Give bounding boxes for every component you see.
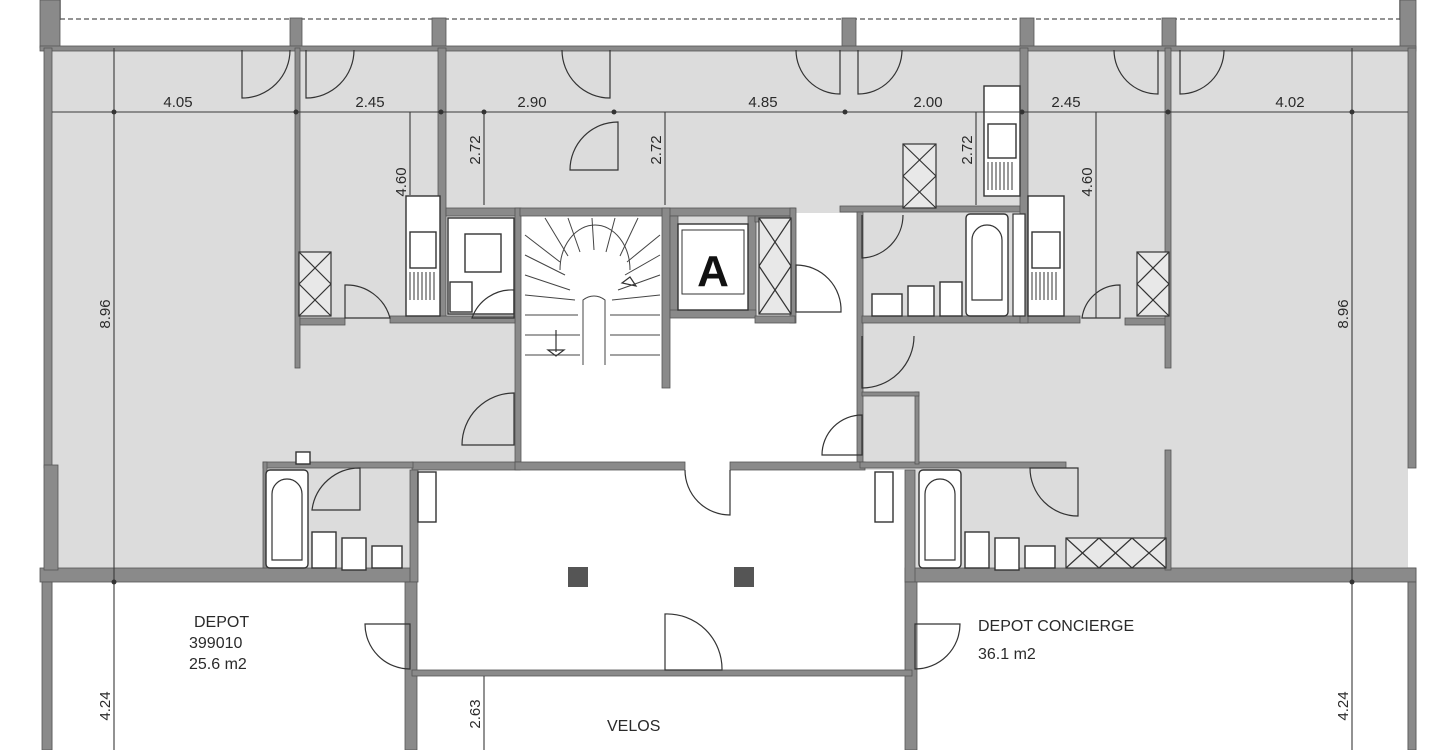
doors (241, 49, 1225, 671)
shaft-left (298, 251, 332, 317)
dim-v-896-b: 8.96 (1335, 299, 1352, 328)
dim-top-7: 4.02 (1275, 94, 1304, 111)
balcony-strip (39, 0, 1417, 49)
dim-top-6: 2.45 (1051, 94, 1080, 111)
kitchen-left (405, 195, 441, 317)
bathroom-right-upper (871, 213, 1009, 317)
depot-left-number: 399010 (189, 635, 242, 652)
dim-v-460-a: 4.60 (393, 167, 410, 196)
dim-v-272-b: 2.72 (648, 135, 665, 164)
shaft-core (758, 217, 792, 315)
central-hall-area (415, 470, 910, 670)
kitchen-right-upper (983, 85, 1021, 197)
dim-v-424-a: 4.24 (97, 691, 114, 720)
shaft-right (1136, 251, 1170, 317)
elevator-core: A (677, 223, 749, 311)
depot-right-name: DEPOT CONCIERGE (978, 618, 1134, 635)
common-areas (415, 215, 910, 670)
depot-left-area: 25.6 m2 (189, 656, 247, 673)
upper-corridor-floor (515, 48, 860, 213)
bathroom-left-lower (265, 451, 437, 571)
dimension-labels: 4.05 2.45 2.90 4.85 2.00 2.45 4.02 2.72 … (97, 94, 1352, 729)
dim-top-5: 2.00 (913, 94, 942, 111)
shaft-bottom-right (1065, 537, 1167, 569)
service-shafts (298, 143, 1170, 569)
room-labels: DEPOT 399010 25.6 m2 DEPOT CONCIERGE 36.… (189, 614, 1134, 735)
dim-top-2: 2.45 (355, 94, 384, 111)
walls (39, 45, 1417, 750)
dim-v-272-a: 2.72 (467, 135, 484, 164)
dim-top-3: 2.90 (517, 94, 546, 111)
velos-name: VELOS (607, 718, 660, 735)
depot-left-name: DEPOT (194, 614, 249, 631)
lobby-area (515, 318, 860, 468)
dim-top-4: 4.85 (748, 94, 777, 111)
shaft-right-upper (902, 143, 937, 209)
toilet-left (447, 217, 515, 315)
dim-top-1: 4.05 (163, 94, 192, 111)
dim-v-424-b: 4.24 (1335, 691, 1352, 720)
staircase (524, 217, 661, 365)
fixtures (265, 85, 1065, 587)
dim-v-896-a: 8.96 (97, 299, 114, 328)
hall-columns (568, 567, 754, 587)
dimension-lines (52, 48, 1408, 750)
dim-v-272-c: 2.72 (959, 135, 976, 164)
core-label: A (697, 247, 729, 296)
dim-v-460-b: 4.60 (1079, 167, 1096, 196)
bathroom-right-lower (874, 469, 1056, 571)
depot-right-area: 36.1 m2 (978, 646, 1036, 663)
dim-v-263: 2.63 (467, 699, 484, 728)
kitchen-right (1012, 195, 1065, 317)
